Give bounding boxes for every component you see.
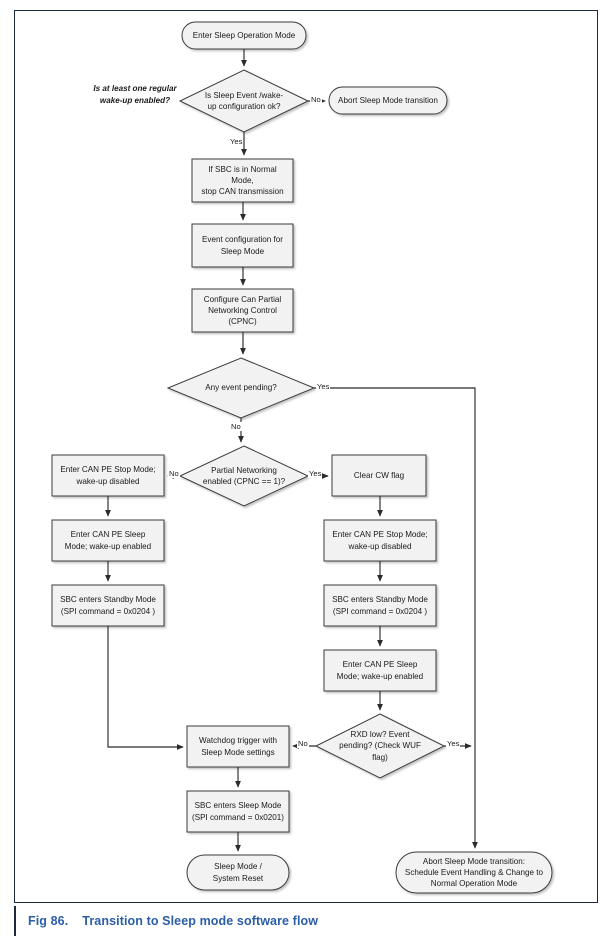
edge-label-any-event-no: No <box>230 422 242 431</box>
edge-label-any-event-yes: Yes <box>316 382 331 391</box>
edge-label-config-no: No <box>310 95 322 104</box>
edge-label-cpnc-yes: Yes <box>308 469 323 478</box>
edge-label-cpnc-no: No <box>168 469 180 478</box>
edge-label-rxd-no: No <box>297 739 309 748</box>
annotation-wakeup-note: Is at least one regular wake-up enabled? <box>93 84 177 105</box>
edge-label-config-yes: Yes <box>229 137 244 146</box>
figure-caption: Fig 86. Transition to Sleep mode softwar… <box>14 906 598 936</box>
caption-label: Fig 86. <box>28 914 69 928</box>
caption-title: Transition to Sleep mode software flow <box>82 914 319 928</box>
edge-label-rxd-yes: Yes <box>446 739 461 748</box>
